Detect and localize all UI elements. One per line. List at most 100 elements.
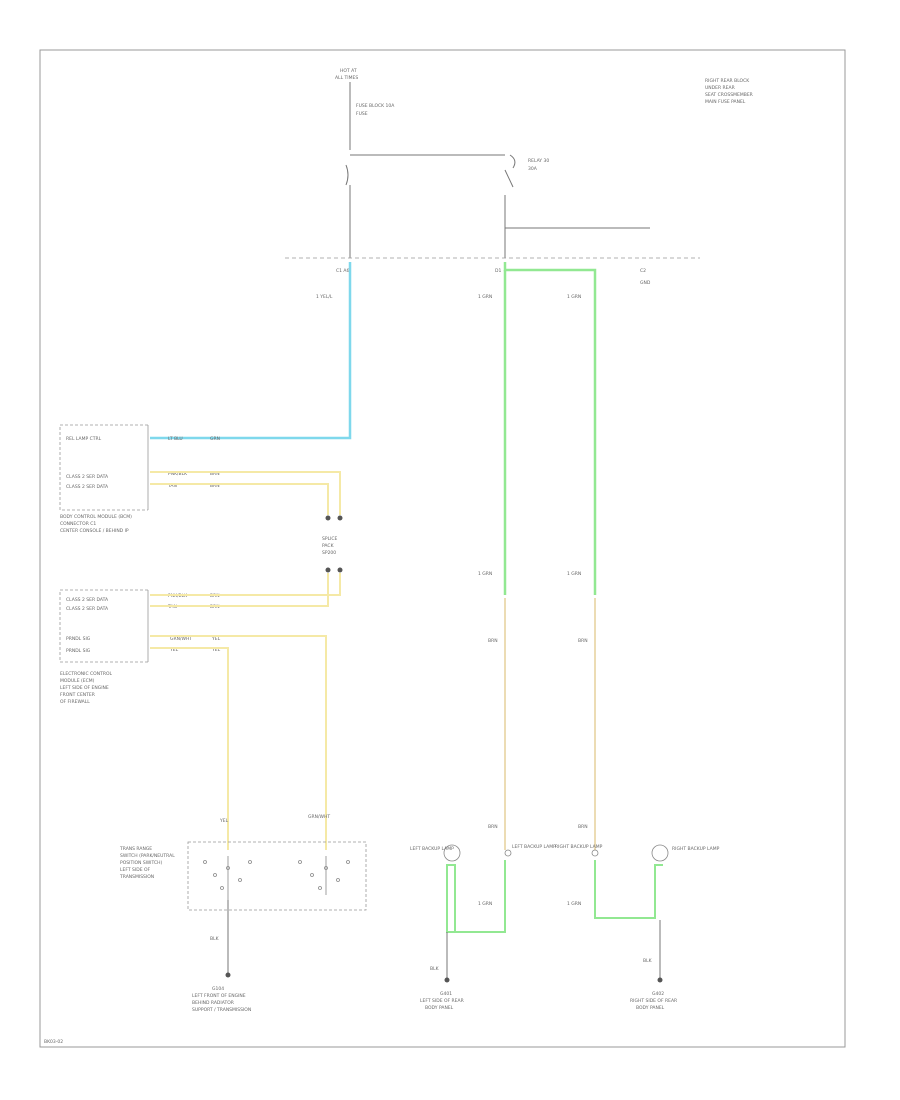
ecm-data-wire-1 bbox=[150, 573, 341, 596]
switch-ground-name-1: G104 bbox=[212, 986, 224, 992]
switch-name-3: POSITION SWITCH) bbox=[120, 860, 162, 866]
bcm-row-3: CLASS 2 SER DATA bbox=[66, 484, 109, 490]
right-outer-lamp-label: RIGHT BACKUP LAMP bbox=[672, 846, 720, 852]
green-wire-right bbox=[503, 262, 597, 595]
splice-terminal-2 bbox=[337, 515, 343, 521]
wire-top-a: 1 YEL/L bbox=[316, 294, 333, 300]
ecm-row-1: CLASS 2 SER DATA bbox=[66, 597, 109, 603]
right-inner-lamp-label: RIGHT BACKUP LAMP bbox=[555, 844, 603, 850]
bus-pin-c: C2 bbox=[640, 268, 646, 274]
bcm-name-1: BODY CONTROL MODULE (BCM) bbox=[60, 514, 132, 520]
wire-color-c: BRN bbox=[578, 638, 588, 644]
splice-label-2: PACK bbox=[322, 543, 335, 549]
splice-terminal-4 bbox=[337, 567, 343, 573]
wire-mid-c: 1 GRN bbox=[567, 571, 581, 577]
ecm-row-2: CLASS 2 SER DATA bbox=[66, 606, 109, 612]
right-ground-wire-label: BLK bbox=[643, 958, 653, 964]
fuse-hot-label-2: ALL TIMES bbox=[335, 75, 358, 81]
left-lamp-return-wire bbox=[446, 860, 506, 933]
wire-color-b: BRN bbox=[488, 638, 498, 644]
bcm-name-2: CONNECTOR C1 bbox=[60, 521, 96, 527]
diagram-border bbox=[39, 49, 846, 1048]
bcm-name-3: CENTER CONSOLE / BEHIND IP bbox=[60, 528, 129, 534]
bcm-row-2-wire: PNK/BLK bbox=[168, 471, 188, 477]
ecm-name-4: FRONT CENTER bbox=[60, 692, 95, 698]
footer-code: BK03-02 bbox=[44, 1039, 63, 1045]
bcm-row-1: REL LAMP CTRL bbox=[66, 436, 102, 442]
ecm-name-2: MODULE (ECM) bbox=[60, 678, 95, 684]
bcm-row-2: CLASS 2 SER DATA bbox=[66, 474, 109, 480]
right-ground-name-2: RIGHT SIDE OF REAR bbox=[630, 998, 677, 1004]
relay-label: RELAY 30 bbox=[528, 158, 549, 164]
splice-terminal-1 bbox=[325, 515, 331, 521]
ecm-row-3-wire: GRN/WHT bbox=[170, 636, 192, 642]
left-inner-lamp-label: LEFT BACKUP LAMP bbox=[512, 844, 556, 850]
wire-mid-b: 1 GRN bbox=[478, 571, 492, 577]
wire-top-c: 1 GRN bbox=[567, 294, 581, 300]
right-inner-lamp-icon bbox=[591, 849, 599, 857]
fuse-name-label: FUSE bbox=[356, 111, 368, 117]
switch-ground-name-2: LEFT FRONT OF ENGINE bbox=[192, 993, 246, 999]
wire-bot-b: BRN bbox=[488, 824, 498, 830]
bcm-box bbox=[59, 424, 148, 511]
wire-bot-c: BRN bbox=[578, 824, 588, 830]
ecm-row-4-color: YEL bbox=[211, 647, 221, 653]
right-ground-name-3: BODY PANEL bbox=[636, 1005, 665, 1011]
cyan-wire bbox=[150, 262, 352, 440]
wire-top-b: 1 GRN bbox=[478, 294, 492, 300]
switch-name-5: TRANSMISSION bbox=[119, 874, 154, 880]
trans-switch-box bbox=[187, 841, 367, 911]
ecm-row-4-wire: YEL bbox=[169, 647, 179, 653]
bcm-row-3-color: BRN bbox=[210, 483, 220, 489]
right-ground-icon bbox=[657, 977, 663, 983]
relay-label-2: 30A bbox=[528, 166, 538, 172]
bcm-row-2-color: BRN bbox=[210, 471, 220, 477]
prndl-wire-1 bbox=[150, 635, 327, 850]
fuse-block-label: FUSE BLOCK 10A bbox=[356, 103, 395, 109]
ecm-name-5: OF FIREWALL bbox=[60, 699, 90, 705]
switch-wire-a: YEL bbox=[219, 818, 229, 824]
left-outer-lamp-icon bbox=[443, 844, 461, 862]
bus-pin-c-label: GND bbox=[640, 280, 651, 286]
note-line-3: SEAT CROSSMEMBER bbox=[705, 92, 753, 98]
left-ground-icon bbox=[444, 977, 450, 983]
prndl-wire-2 bbox=[150, 647, 229, 850]
right-ground-name-1: G402 bbox=[652, 991, 664, 997]
bcm-row-1-color: GRN bbox=[210, 436, 220, 442]
ecm-row-3-color: YEL bbox=[211, 636, 221, 642]
splice-label-3: SP200 bbox=[322, 550, 336, 556]
bus-pin-a: C1 A6 bbox=[336, 268, 350, 274]
bcm-row-3-wire: TAN bbox=[167, 483, 177, 489]
note-line-1: RIGHT REAR BLOCK bbox=[705, 78, 750, 84]
wire-lower-b: 1 GRN bbox=[478, 901, 492, 907]
ecm-row-4: PRNDL SIG bbox=[66, 648, 91, 654]
switch-name-1: TRANS RANGE bbox=[119, 846, 152, 852]
left-ground-wire-label: BLK bbox=[430, 966, 440, 972]
relay-switch-icon bbox=[504, 169, 514, 188]
ecm-name-1: ELECTRONIC CONTROL bbox=[60, 671, 112, 677]
switch-name-4: LEFT SIDE OF bbox=[120, 867, 151, 873]
note-line-4: MAIN FUSE PANEL bbox=[705, 99, 746, 105]
left-ground-name-3: BODY PANEL bbox=[425, 1005, 454, 1011]
bus-pin-b: D1 bbox=[495, 268, 501, 274]
left-ground-name-1: G401 bbox=[440, 991, 452, 997]
ecm-data-wire-2 bbox=[150, 573, 329, 607]
switch-wire-b: GRN/WHT bbox=[308, 814, 330, 820]
fuse-hot-label: HOT AT bbox=[340, 68, 357, 74]
wire-lower-c: 1 GRN bbox=[567, 901, 581, 907]
left-ground-name-2: LEFT SIDE OF REAR bbox=[420, 998, 464, 1004]
ecm-row-3: PRNDL SIG bbox=[66, 636, 91, 642]
right-outer-lamp-icon bbox=[651, 844, 669, 862]
bcm-data-wire-2 bbox=[150, 483, 329, 515]
bcm-row-1-wire: LT BLU bbox=[168, 436, 183, 442]
switch-ground-wire-label: BLK bbox=[210, 936, 220, 942]
ecm-name-3: LEFT SIDE OF ENGINE bbox=[60, 685, 109, 691]
fuse-icon bbox=[345, 164, 349, 186]
splice-terminal-3 bbox=[325, 567, 331, 573]
note-line-2: UNDER REAR bbox=[705, 85, 735, 91]
left-outer-lamp-label: LEFT BACKUP LAMP bbox=[410, 846, 454, 852]
relay-coil-icon bbox=[509, 154, 516, 169]
right-lamp-return-wire bbox=[594, 860, 663, 919]
switch-ground-name-3: BEHIND RADIATOR bbox=[192, 1000, 234, 1006]
